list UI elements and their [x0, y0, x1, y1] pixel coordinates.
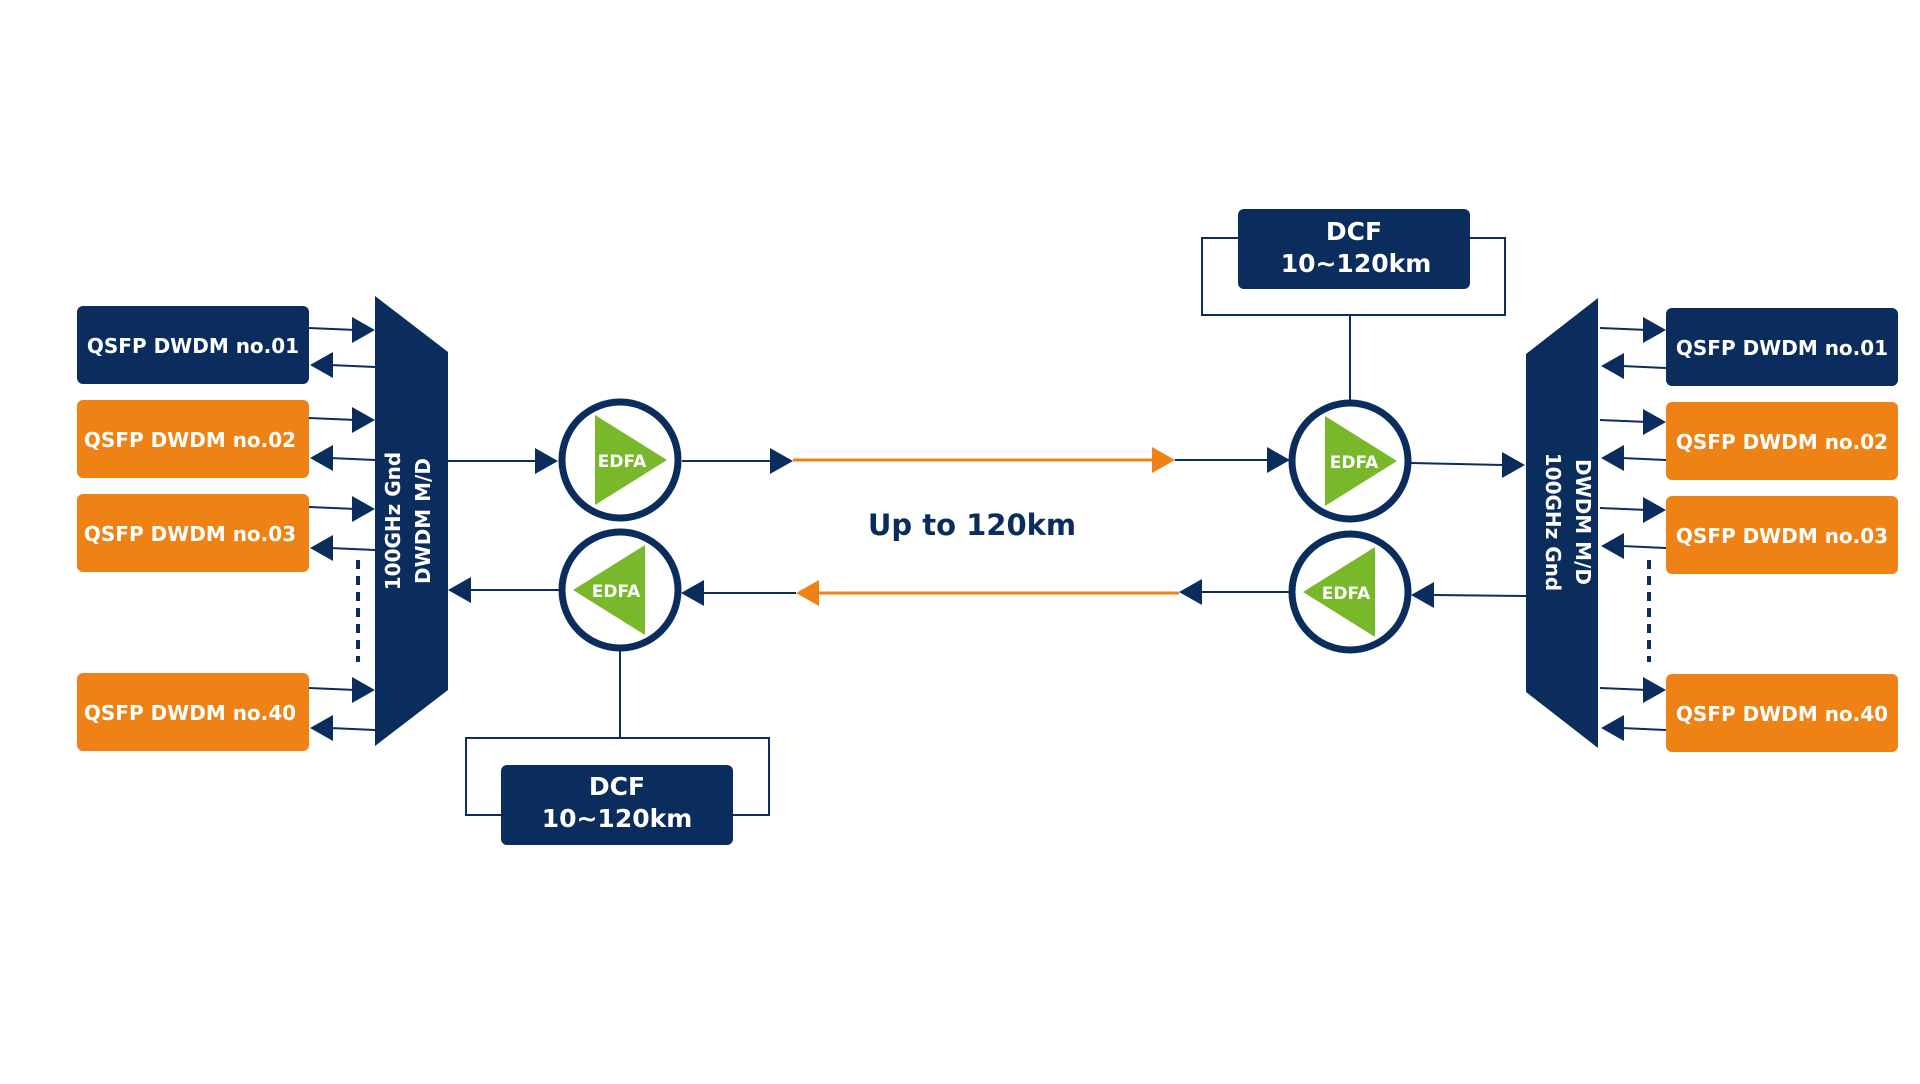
dcf-right: DCF 10~120km: [1201, 209, 1506, 400]
dcf-left-label-line1: DCF: [589, 772, 645, 801]
right-transceiver-links: [1599, 317, 1667, 741]
right-mux-label-line2: DWDM M/D: [1571, 459, 1595, 585]
right-mux-demux: 100GHz Gnd DWDM M/D: [1526, 298, 1598, 748]
amplifier-triangle-icon: [573, 545, 645, 635]
edfa-left-bottom: EDFA: [558, 528, 682, 652]
left-transceiver-03: QSFP DWDM no.03: [77, 494, 309, 572]
left-transceiver-02-label: QSFP DWDM no.02: [84, 428, 296, 452]
westbound-path: [448, 577, 1527, 608]
eastbound-launch-arrow: [770, 448, 793, 474]
right-transceiver-01: QSFP DWDM no.01: [1666, 308, 1898, 386]
dcf-right-label-line2: 10~120km: [1281, 249, 1432, 278]
right-transceiver-03-label: QSFP DWDM no.03: [1676, 524, 1888, 548]
span-distance-label: Up to 120km: [868, 508, 1076, 542]
right-transceiver-40-label: QSFP DWDM no.40: [1676, 702, 1888, 726]
left-transceiver-40: QSFP DWDM no.40: [77, 673, 309, 751]
edfa-right-top: EDFA: [1288, 399, 1412, 523]
left-mux-label-line1: 100GHz Gnd: [381, 452, 405, 590]
edfa-right-bottom: EDFA: [1288, 530, 1412, 654]
dcf-left-label-line2: 10~120km: [542, 804, 693, 833]
left-transceiver-03-label: QSFP DWDM no.03: [84, 522, 296, 546]
right-transceiver-40: QSFP DWDM no.40: [1666, 674, 1898, 752]
edfa-right-top-label: EDFA: [1330, 453, 1379, 473]
right-transceiver-02-label: QSFP DWDM no.02: [1676, 430, 1888, 454]
left-transceiver-links: [308, 317, 376, 741]
left-transceiver-02: QSFP DWDM no.02: [77, 400, 309, 478]
left-mux-label-line2: DWDM M/D: [411, 458, 435, 584]
left-transceiver-40-label: QSFP DWDM no.40: [84, 701, 296, 725]
right-transceiver-03: QSFP DWDM no.03: [1666, 496, 1898, 574]
left-transceiver-01: QSFP DWDM no.01: [77, 306, 309, 384]
edfa-right-bottom-label: EDFA: [1322, 584, 1371, 604]
edfa-left-top: EDFA: [558, 398, 682, 522]
dcf-right-label-line1: DCF: [1326, 217, 1382, 246]
amplifier-triangle-icon: [1325, 416, 1397, 506]
eastbound-path: [448, 447, 1525, 478]
edfa-left-top-label: EDFA: [598, 452, 647, 472]
dcf-left: DCF 10~120km: [465, 651, 770, 845]
edfa-left-bottom-label: EDFA: [592, 582, 641, 602]
left-transceiver-01-label: QSFP DWDM no.01: [87, 334, 299, 358]
amplifier-triangle-icon: [1303, 547, 1375, 637]
left-mux-demux: 100GHz Gnd DWDM M/D: [375, 296, 448, 746]
right-transceiver-01-label: QSFP DWDM no.01: [1676, 336, 1888, 360]
right-mux-label-line1: 100GHz Gnd: [1541, 453, 1565, 591]
right-transceiver-02: QSFP DWDM no.02: [1666, 402, 1898, 480]
amplifier-triangle-icon: [595, 415, 667, 505]
